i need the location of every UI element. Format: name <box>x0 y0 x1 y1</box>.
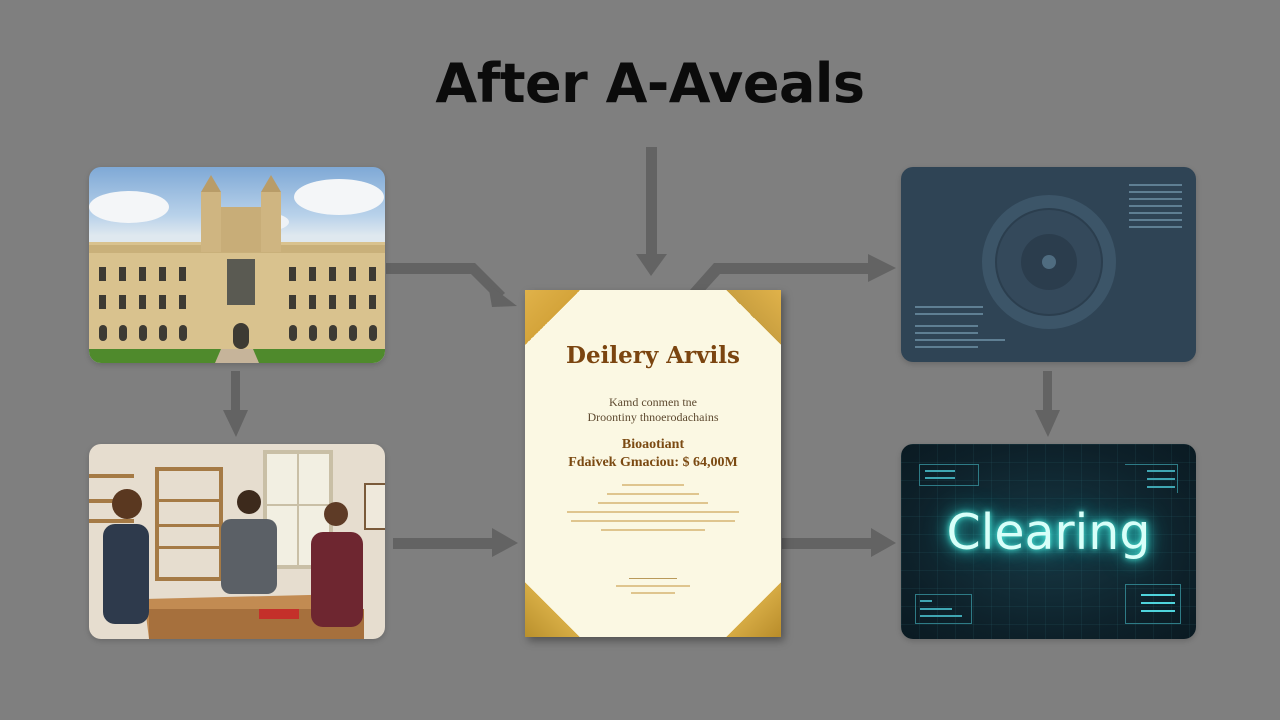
building-illustration <box>89 175 385 363</box>
arrow-dashboard-to-clearing <box>1043 371 1052 413</box>
gold-corner-top-left <box>525 290 580 345</box>
certificate-amount-value: Fdaivek Gmaciou: $ 64,00M <box>568 455 738 470</box>
target-center-dot <box>1042 255 1056 269</box>
hud-box-bottom-left <box>915 594 972 624</box>
gold-corner-top-right <box>726 290 781 345</box>
certificate-subtitle-line-1: Kamd conmen tne <box>609 395 697 409</box>
gold-corner-bottom-left <box>525 582 580 637</box>
certificate-body-text <box>525 484 781 538</box>
diagram-title: After A-Aveals <box>435 52 865 115</box>
gold-corner-bottom-right <box>726 582 781 637</box>
certificate-amount: Bioaotiant Fdaivek Gmaciou: $ 64,00M <box>525 436 781 472</box>
certificate-signature-block <box>525 578 781 599</box>
certificate-heading: Deilery Arvils <box>566 342 740 369</box>
university-building-image <box>89 167 385 363</box>
hud-box-bottom-right <box>1125 584 1181 624</box>
certificate-subtitle: Kamd conmen tne Droontiny thnoerodachain… <box>525 395 781 425</box>
certificate-subtitle-line-2: Droontiny thnoerodachains <box>587 410 719 424</box>
workshop-illustration <box>89 450 385 639</box>
circuit-grid <box>901 444 1196 639</box>
arrow-workshop-to-certificate <box>393 538 493 549</box>
signature-line <box>629 578 677 579</box>
arrow-university-to-workshop <box>231 371 240 413</box>
workshop-team-image <box>89 444 385 639</box>
arrow-top-down <box>646 147 657 257</box>
hud-box-top-right <box>1125 464 1178 493</box>
target-dashboard-panel <box>901 167 1196 362</box>
clearing-panel: Clearing <box>901 444 1196 639</box>
arrow-certificate-to-clearing <box>782 538 872 549</box>
arrow-university-to-certificate <box>386 263 505 300</box>
clearing-label: Clearing <box>946 504 1151 561</box>
certificate-document: Deilery Arvils Kamd conmen tne Droontiny… <box>525 290 781 637</box>
certificate-amount-label: Bioaotiant <box>621 437 685 452</box>
hud-box-top-left <box>919 464 979 486</box>
